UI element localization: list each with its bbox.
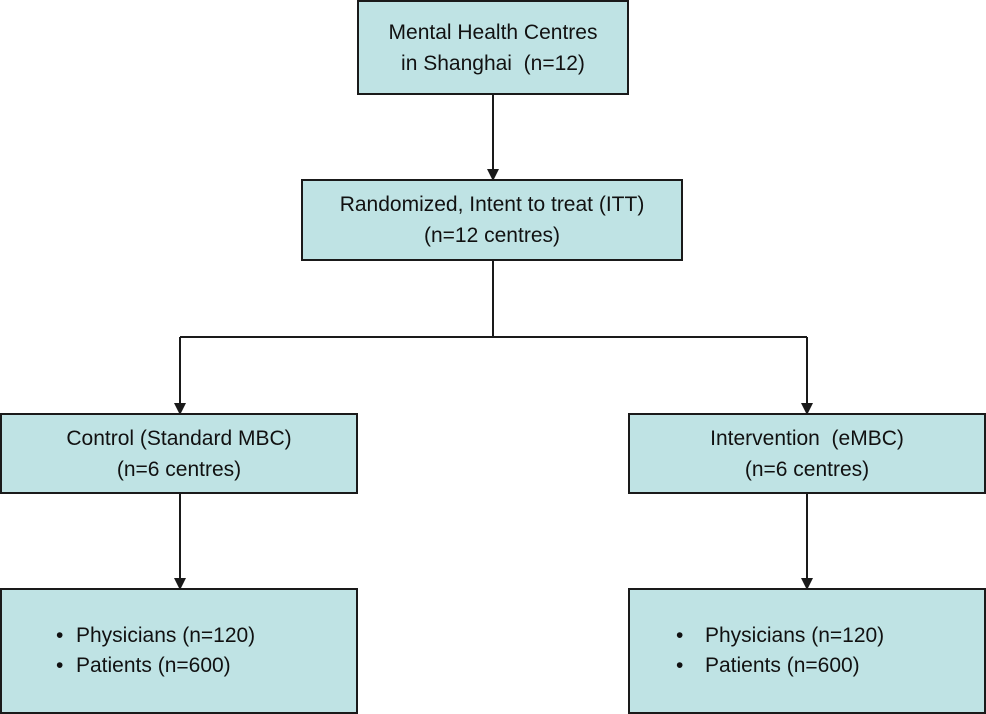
node-control-sample: • Physicians (n=120) • Patients (n=600) — [0, 588, 358, 714]
node-intervention-arm: Intervention (eMBC) (n=6 centres) — [628, 413, 986, 494]
node-centres-line-1: Mental Health Centres — [388, 20, 598, 44]
node-intervention-line-2: (n=6 centres) — [744, 457, 870, 481]
node-randomized-itt: Randomized, Intent to treat (ITT) (n=12 … — [301, 179, 683, 261]
intervention-physicians-count: Physicians (n=120) — [705, 624, 885, 647]
list-item: • Physicians (n=120) — [56, 621, 255, 651]
list-item: • Patients (n=600) — [56, 651, 255, 681]
bullet-icon: • — [56, 624, 64, 647]
intervention-patients-count: Patients (n=600) — [705, 654, 860, 677]
control-physicians-count: Physicians (n=120) — [76, 624, 256, 647]
list-item: • Patients (n=600) — [676, 651, 884, 681]
control-sample-list: • Physicians (n=120) • Patients (n=600) — [56, 621, 255, 681]
node-control-arm: Control (Standard MBC) (n=6 centres) — [0, 413, 358, 494]
bullet-icon: • — [56, 654, 64, 677]
bullet-icon: • — [676, 624, 684, 647]
node-mental-health-centres: Mental Health Centres in Shanghai (n=12) — [357, 0, 629, 95]
list-item: • Physicians (n=120) — [676, 621, 884, 651]
control-patients-count: Patients (n=600) — [76, 654, 231, 677]
bullet-icon: • — [676, 654, 684, 677]
node-intervention-line-1: Intervention (eMBC) — [710, 426, 904, 450]
node-control-line-2: (n=6 centres) — [116, 457, 242, 481]
node-centres-line-2: in Shanghai (n=12) — [401, 51, 585, 75]
node-randomized-line-1: Randomized, Intent to treat (ITT) — [339, 193, 645, 216]
branch-connector — [180, 261, 494, 338]
intervention-sample-list: • Physicians (n=120) • Patients (n=600) — [676, 621, 884, 681]
node-intervention-sample: • Physicians (n=120) • Patients (n=600) — [628, 588, 986, 714]
node-randomized-line-2: (n=12 centres) — [424, 224, 560, 247]
node-control-line-1: Control (Standard MBC) — [66, 426, 292, 450]
